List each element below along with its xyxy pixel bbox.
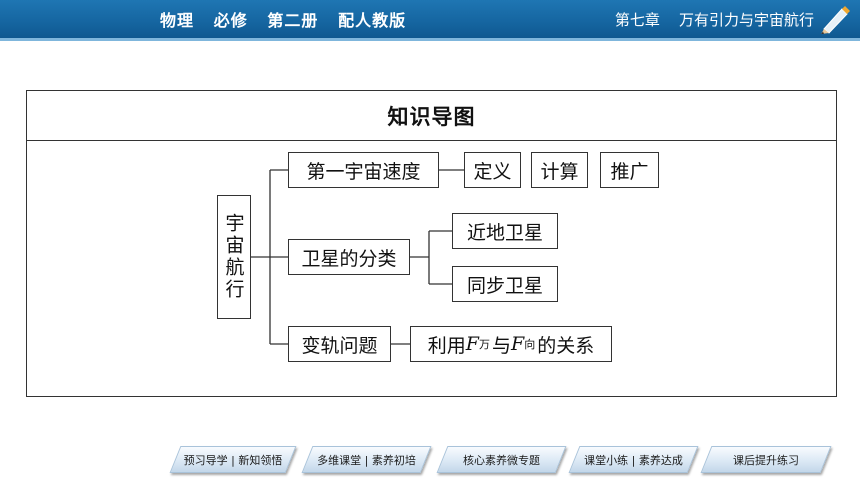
node-orbit-change-problem: 变轨问题 <box>288 326 391 362</box>
force-symbol-1: F <box>465 333 479 355</box>
nav-after-class-exercise-button[interactable]: 课后提升练习 <box>700 446 832 473</box>
nav-label: 课后提升练习 <box>733 453 799 467</box>
node-satellite-classification: 卫星的分类 <box>288 239 410 275</box>
force-subscript-2: 向 <box>524 338 536 351</box>
book-title: 物理 必修 第二册 配人教版 <box>160 11 407 30</box>
nav-label: 预习导学 | 新知领悟 <box>183 453 283 467</box>
nav-label: 核心素养微专题 <box>463 453 540 467</box>
node-calculation: 计算 <box>531 152 588 188</box>
frame-title-row: 知识导图 <box>27 91 836 141</box>
force-text-post: 的关系 <box>537 334 595 357</box>
force-subscript-1: 万 <box>478 338 490 351</box>
node-extension: 推广 <box>600 152 659 188</box>
force-text-mid: 与 <box>491 334 511 357</box>
nav-classroom-practice-button[interactable]: 课堂小练 | 素养达成 <box>568 446 699 473</box>
nav-multi-classroom-button[interactable]: 多维课堂 | 素养初培 <box>301 446 432 473</box>
knowledge-map-frame: 知识导图 <box>26 90 837 397</box>
force-symbol-2: F <box>511 333 525 355</box>
nav-core-literacy-topic-button[interactable]: 核心素养微专题 <box>436 446 567 473</box>
nav-preview-learning-button[interactable]: 预习导学 | 新知领悟 <box>169 446 297 473</box>
node-first-cosmic-velocity: 第一宇宙速度 <box>288 152 439 188</box>
chapter-title: 第七章 万有引力与宇宙航行 <box>614 11 814 29</box>
header-underline <box>0 38 860 41</box>
node-near-earth-satellite: 近地卫星 <box>452 213 558 249</box>
root-node-space-flight: 宇宙航行 <box>217 195 251 319</box>
knowledge-map-title: 知识导图 <box>387 104 476 129</box>
pencil-icon <box>821 6 850 34</box>
node-definition: 定义 <box>464 152 521 188</box>
top-header-bar: 物理 必修 第二册 配人教版 第七章 万有引力与宇宙航行 <box>0 0 860 38</box>
node-geostationary-satellite: 同步卫星 <box>452 266 558 302</box>
nav-label: 课堂小练 | 素养达成 <box>584 453 683 467</box>
nav-label: 多维课堂 | 素养初培 <box>317 453 416 467</box>
force-text-pre: 利用 <box>427 334 466 357</box>
